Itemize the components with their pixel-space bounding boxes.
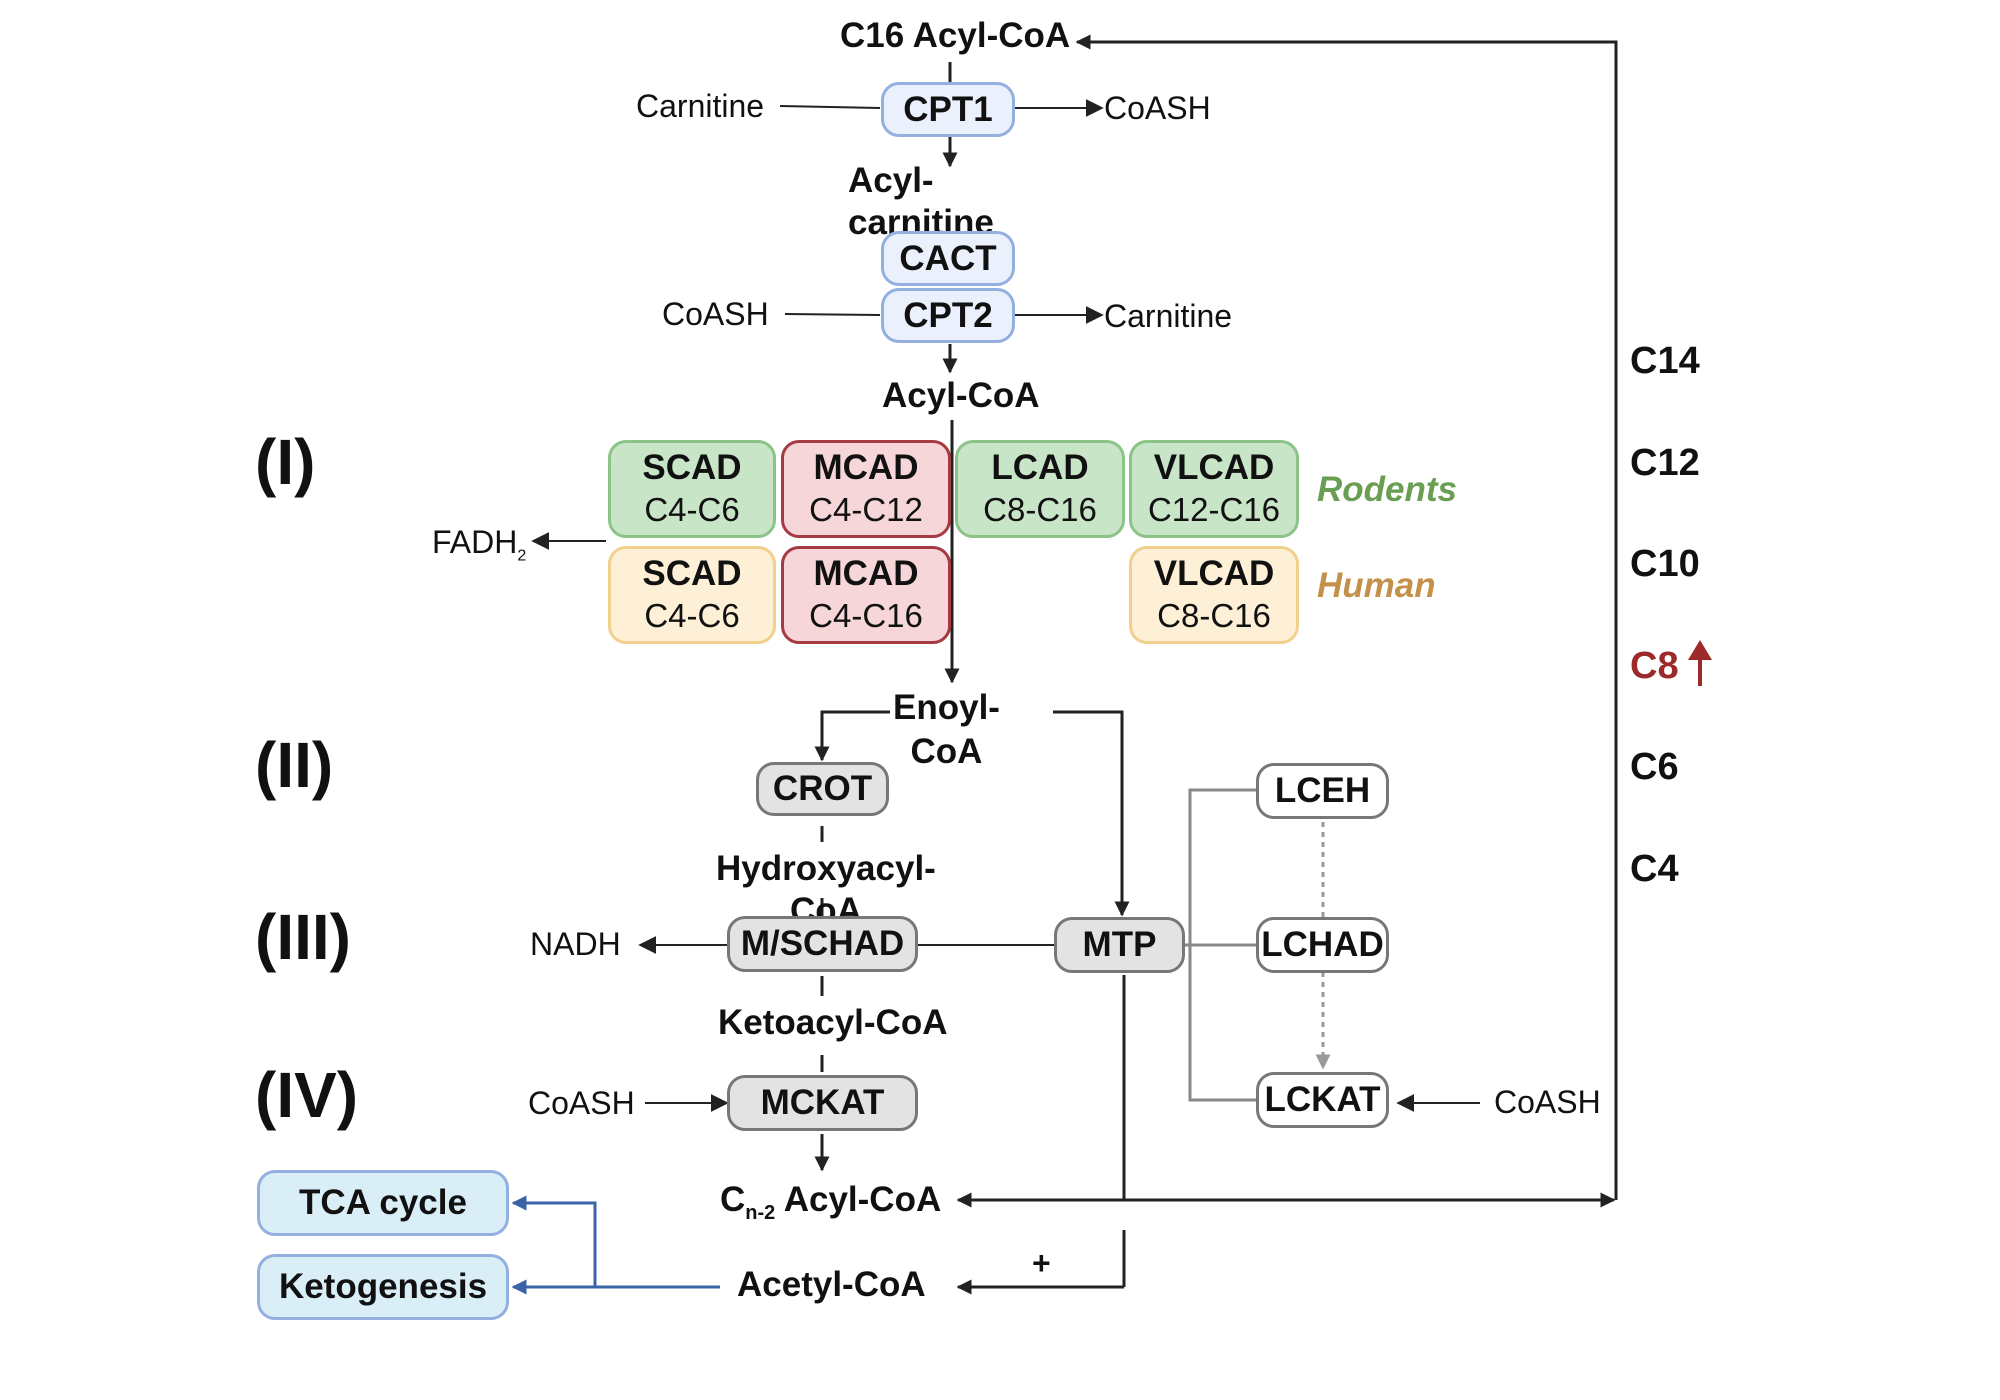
human-vlcad-name: VLCAD — [1153, 554, 1275, 593]
rodent-scad-box: SCAD C4-C6 — [608, 440, 776, 538]
crot-label: CROT — [772, 769, 873, 808]
coash-mckat-label: CoASH — [528, 1085, 635, 1121]
ketoacyl-coa: Ketoacyl-CoA — [718, 1003, 948, 1042]
chain-c8: C8 — [1630, 645, 1679, 687]
human-mcad-box: MCAD C4-C16 — [781, 546, 951, 644]
nadh-label: NADH — [530, 926, 621, 962]
tca-cycle-box: TCA cycle — [257, 1170, 509, 1236]
chain-c12: C12 — [1630, 442, 1700, 484]
coash-input-label: CoASH — [662, 296, 769, 332]
lchad-label: LCHAD — [1261, 925, 1384, 964]
cn-2-subscript: n-2 — [745, 1202, 776, 1224]
step-1-label: (I) — [255, 426, 316, 498]
coash-lckat-label: CoASH — [1494, 1084, 1601, 1120]
rodent-lcad-box: LCAD C8-C16 — [955, 440, 1125, 538]
mckat-label: MCKAT — [760, 1083, 885, 1122]
rodent-mcad-box: MCAD C4-C12 — [781, 440, 951, 538]
rodent-scad-range: C4-C6 — [644, 491, 740, 528]
cn-2-acyl-coa: Cn-2 Acyl-CoA — [720, 1180, 941, 1225]
mckat-box: MCKAT — [727, 1075, 918, 1131]
human-vlcad-box: VLCAD C8-C16 — [1129, 546, 1299, 644]
rodent-mcad-name: MCAD — [813, 448, 919, 487]
lceh-box: LCEH — [1256, 763, 1389, 819]
tca-cycle-label: TCA cycle — [299, 1183, 467, 1222]
chain-c4: C4 — [1630, 848, 1679, 890]
acyl-coa: Acyl-CoA — [882, 376, 1040, 415]
lckat-box: LCKAT — [1256, 1072, 1389, 1128]
cact-box: CACT — [881, 231, 1015, 286]
enoyl-coa: Enoyl- CoA — [893, 688, 1000, 771]
rodents-label: Rodents — [1317, 470, 1457, 509]
rodent-lcad-range: C8-C16 — [983, 491, 1097, 528]
chain-c14: C14 — [1630, 340, 1700, 382]
ketogenesis-box: Ketogenesis — [257, 1254, 509, 1320]
human-vlcad-range: C8-C16 — [1157, 597, 1271, 634]
fadh2-text: FADH — [432, 524, 518, 560]
rodent-vlcad-box: VLCAD C12-C16 — [1129, 440, 1299, 538]
mschad-label: M/SCHAD — [740, 924, 905, 963]
crot-box: CROT — [756, 762, 889, 816]
lckat-label: LCKAT — [1264, 1080, 1381, 1119]
cact-label: CACT — [899, 238, 997, 278]
cpt1-box: CPT1 — [881, 82, 1015, 137]
acetyl-coa: Acetyl-CoA — [737, 1265, 926, 1304]
fadh2-subscript: 2 — [517, 547, 527, 565]
cpt2-box: CPT2 — [881, 288, 1015, 343]
human-mcad-name: MCAD — [813, 554, 919, 593]
c16-acyl-coa: C16 Acyl-CoA — [840, 16, 1071, 55]
cn-2-suffix: Acyl-CoA — [775, 1180, 942, 1219]
carnitine-output-label: Carnitine — [1104, 298, 1233, 334]
human-scad-name: SCAD — [642, 554, 742, 593]
chain-c10: C10 — [1630, 543, 1700, 585]
human-mcad-range: C4-C16 — [809, 597, 923, 634]
cn-2-prefix: C — [720, 1180, 746, 1219]
mtp-label: MTP — [1082, 925, 1157, 964]
step-2-label: (II) — [255, 729, 334, 801]
carnitine-input-label: Carnitine — [636, 88, 765, 124]
rodent-scad-name: SCAD — [642, 448, 742, 487]
coash-output-label: CoASH — [1104, 90, 1211, 126]
plus-sign: + — [1032, 1245, 1051, 1281]
fadh2-label: FADH2 — [432, 524, 526, 565]
human-label: Human — [1317, 566, 1436, 605]
human-scad-box: SCAD C4-C6 — [608, 546, 776, 644]
cpt2-label: CPT2 — [903, 295, 993, 335]
mschad-box: M/SCHAD — [727, 916, 918, 972]
cpt1-label: CPT1 — [903, 89, 993, 129]
rodent-mcad-range: C4-C12 — [809, 491, 923, 528]
step-3-label: (III) — [255, 901, 351, 973]
step-4-label: (IV) — [255, 1059, 359, 1131]
lceh-label: LCEH — [1274, 771, 1371, 810]
rodent-vlcad-name: VLCAD — [1153, 448, 1275, 487]
rodent-lcad-name: LCAD — [991, 448, 1089, 487]
mtp-box: MTP — [1054, 917, 1185, 973]
ketogenesis-label: Ketogenesis — [278, 1267, 488, 1306]
lchad-box: LCHAD — [1256, 917, 1389, 973]
chain-c6: C6 — [1630, 746, 1679, 788]
human-scad-range: C4-C6 — [644, 597, 740, 634]
rodent-vlcad-range: C12-C16 — [1147, 491, 1281, 528]
